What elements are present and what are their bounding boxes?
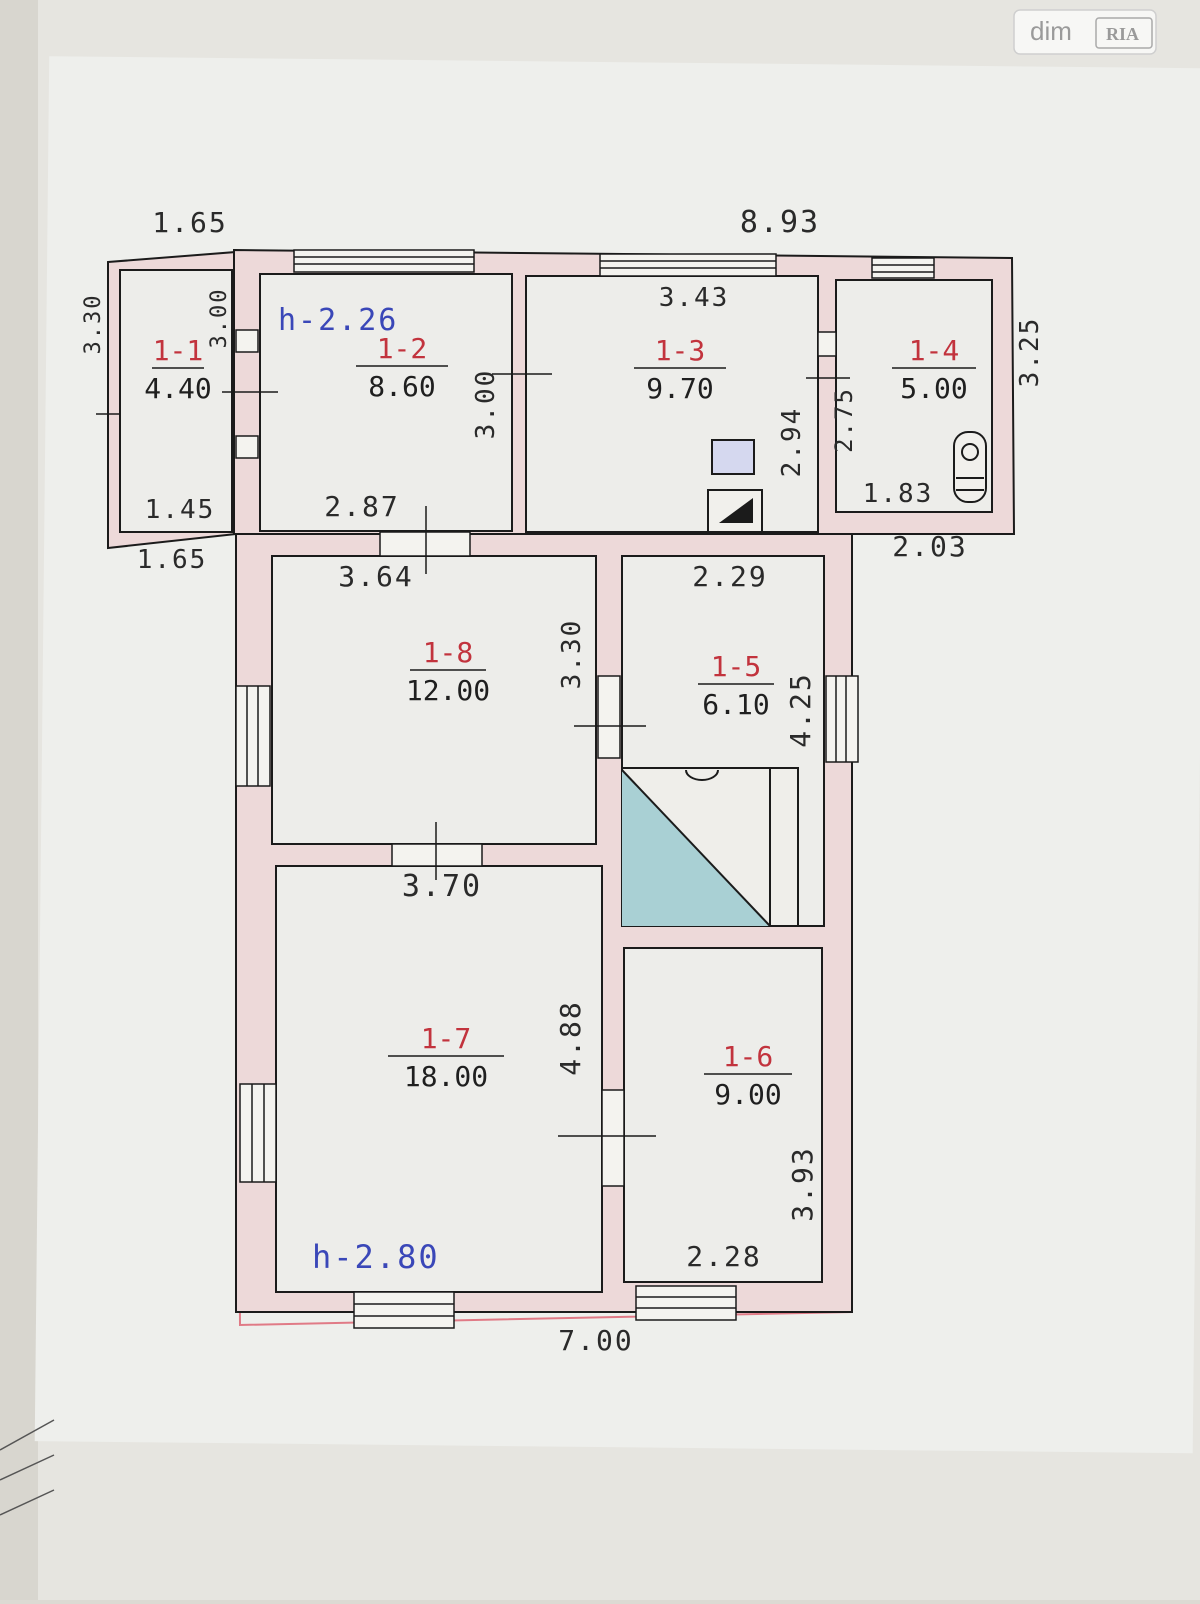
room-1-3-area <box>525 275 819 533</box>
dimension-r1-5-height: 4.25 <box>784 672 817 747</box>
room-number: 1-3 <box>655 334 706 367</box>
room-1-4-label: 1-4 5.00 <box>892 334 976 405</box>
dimension-bottom-total: 7.00 <box>558 1324 633 1357</box>
dimension-r1-5-width: 2.29 <box>692 560 767 593</box>
room-number: 1-4 <box>909 334 960 367</box>
room-1-5-label: 1-5 6.10 <box>698 650 774 721</box>
room-1-2-label: 1-2 8.60 <box>356 332 448 403</box>
toilet-tank <box>953 431 987 503</box>
room-number: 1-8 <box>423 636 474 669</box>
room-area: 9.70 <box>646 372 713 405</box>
dimension-r1-6-height: 3.93 <box>786 1146 819 1221</box>
page-edge-line <box>0 1489 55 1516</box>
room-1-1-label: 1-1 4.40 <box>144 334 211 405</box>
dimension-r1-1-height: 3.00 <box>207 288 232 349</box>
window-icon <box>239 1083 277 1183</box>
dimension-r1-1-width: 1.45 <box>145 495 216 525</box>
watermark-box <box>1013 9 1157 55</box>
dimension-r1-2-height: 3.00 <box>471 369 501 440</box>
dimension-labels: 1.65 8.93 3.30 3.00 1.45 1.65 2.87 3.00 3.43 2.94… <box>81 205 1045 1357</box>
room-area: 6.10 <box>702 688 769 721</box>
dimension-r1-3-width: 3.43 <box>659 283 730 313</box>
room-1-3-label: 1-3 9.70 <box>634 334 726 405</box>
dim-ria-watermark: dim RIA <box>1013 9 1157 55</box>
room-1-7-area <box>275 865 603 1293</box>
room-area: 9.00 <box>714 1078 781 1111</box>
dimension-r1-3-height: 2.94 <box>777 407 807 478</box>
window-icon <box>635 1285 737 1321</box>
room-area: 5.00 <box>900 372 967 405</box>
watermark-brand: dim <box>1030 16 1072 46</box>
door-icon <box>379 506 471 574</box>
dimension-r1-7-width: 3.70 <box>402 869 482 904</box>
dimension-r1-4-width: 1.83 <box>863 479 934 509</box>
drain-icon <box>685 769 719 781</box>
door-icon <box>222 329 278 459</box>
bathtub-diagonal <box>621 769 771 927</box>
room-1-8-label: 1-8 12.00 <box>406 636 490 707</box>
window-icon <box>235 685 271 787</box>
bathtub <box>621 767 799 927</box>
room-1-6-area <box>623 947 823 1283</box>
room-1-8-area <box>271 555 597 845</box>
toilet-bowl <box>961 443 979 461</box>
room-number: 1-6 <box>723 1040 774 1073</box>
room-1-7-label: 1-7 18.00 <box>388 1022 504 1093</box>
room-area: 8.60 <box>368 370 435 403</box>
room-number: 1-5 <box>711 650 762 683</box>
stove-top-icon <box>711 439 755 475</box>
window-icon <box>825 675 859 763</box>
stove-oven-icon <box>707 489 763 533</box>
door-icon <box>806 331 850 379</box>
dimension-r1-4-height-outer: 3.25 <box>1015 317 1045 388</box>
room-1-6-label: 1-6 9.00 <box>704 1040 792 1111</box>
dimension-r1-2-width: 2.87 <box>324 490 399 523</box>
watermark-logo: RIA <box>1106 24 1139 44</box>
room-labels: 1-1 4.40 1-2 8.60 1-3 9.70 1-4 5.00 1-5 6.10 1-6 9.… <box>144 332 976 1111</box>
door-icon <box>574 675 646 759</box>
watermark-logo-box <box>1095 17 1153 49</box>
height-label-main: h-2.80 <box>312 1238 440 1276</box>
dimension-bottom-left: 1.65 <box>137 545 208 575</box>
window-icon <box>599 253 777 277</box>
room-area: 12.00 <box>406 674 490 707</box>
room-number: 1-7 <box>421 1022 472 1055</box>
dimension-r1-8-width: 3.64 <box>338 560 413 593</box>
dimension-top-left: 1.65 <box>152 206 227 239</box>
window-icon <box>871 257 935 279</box>
dimension-r1-4-height-inner: 2.75 <box>830 387 858 453</box>
door-icon <box>558 1089 656 1187</box>
dimension-r1-7-height: 4.88 <box>554 1000 587 1075</box>
toilet-icon <box>953 431 987 503</box>
room-number: 1-2 <box>377 332 428 365</box>
page-edge-line <box>0 1454 55 1481</box>
dimension-annex-height: 3.30 <box>81 294 106 355</box>
height-label-annex: h-2.26 <box>278 303 398 338</box>
door-icon <box>391 822 483 880</box>
dimension-annex-right-width: 2.03 <box>892 530 967 563</box>
stove <box>707 439 763 533</box>
page-edge-line <box>0 1419 55 1451</box>
room-area: 18.00 <box>404 1060 488 1093</box>
doors <box>96 329 850 1187</box>
dimension-top-total: 8.93 <box>740 205 820 240</box>
room-1-1-area <box>119 269 233 533</box>
room-number: 1-1 <box>153 334 204 367</box>
window-icon <box>353 1291 455 1329</box>
dimension-r1-6-width: 2.28 <box>686 1240 761 1273</box>
window-icon <box>293 249 475 273</box>
windows <box>235 249 935 1329</box>
room-1-2-area <box>259 273 513 532</box>
stove-fire-icon <box>718 498 753 523</box>
room-area: 4.40 <box>144 372 211 405</box>
dimension-r1-8-height: 3.30 <box>557 619 587 690</box>
